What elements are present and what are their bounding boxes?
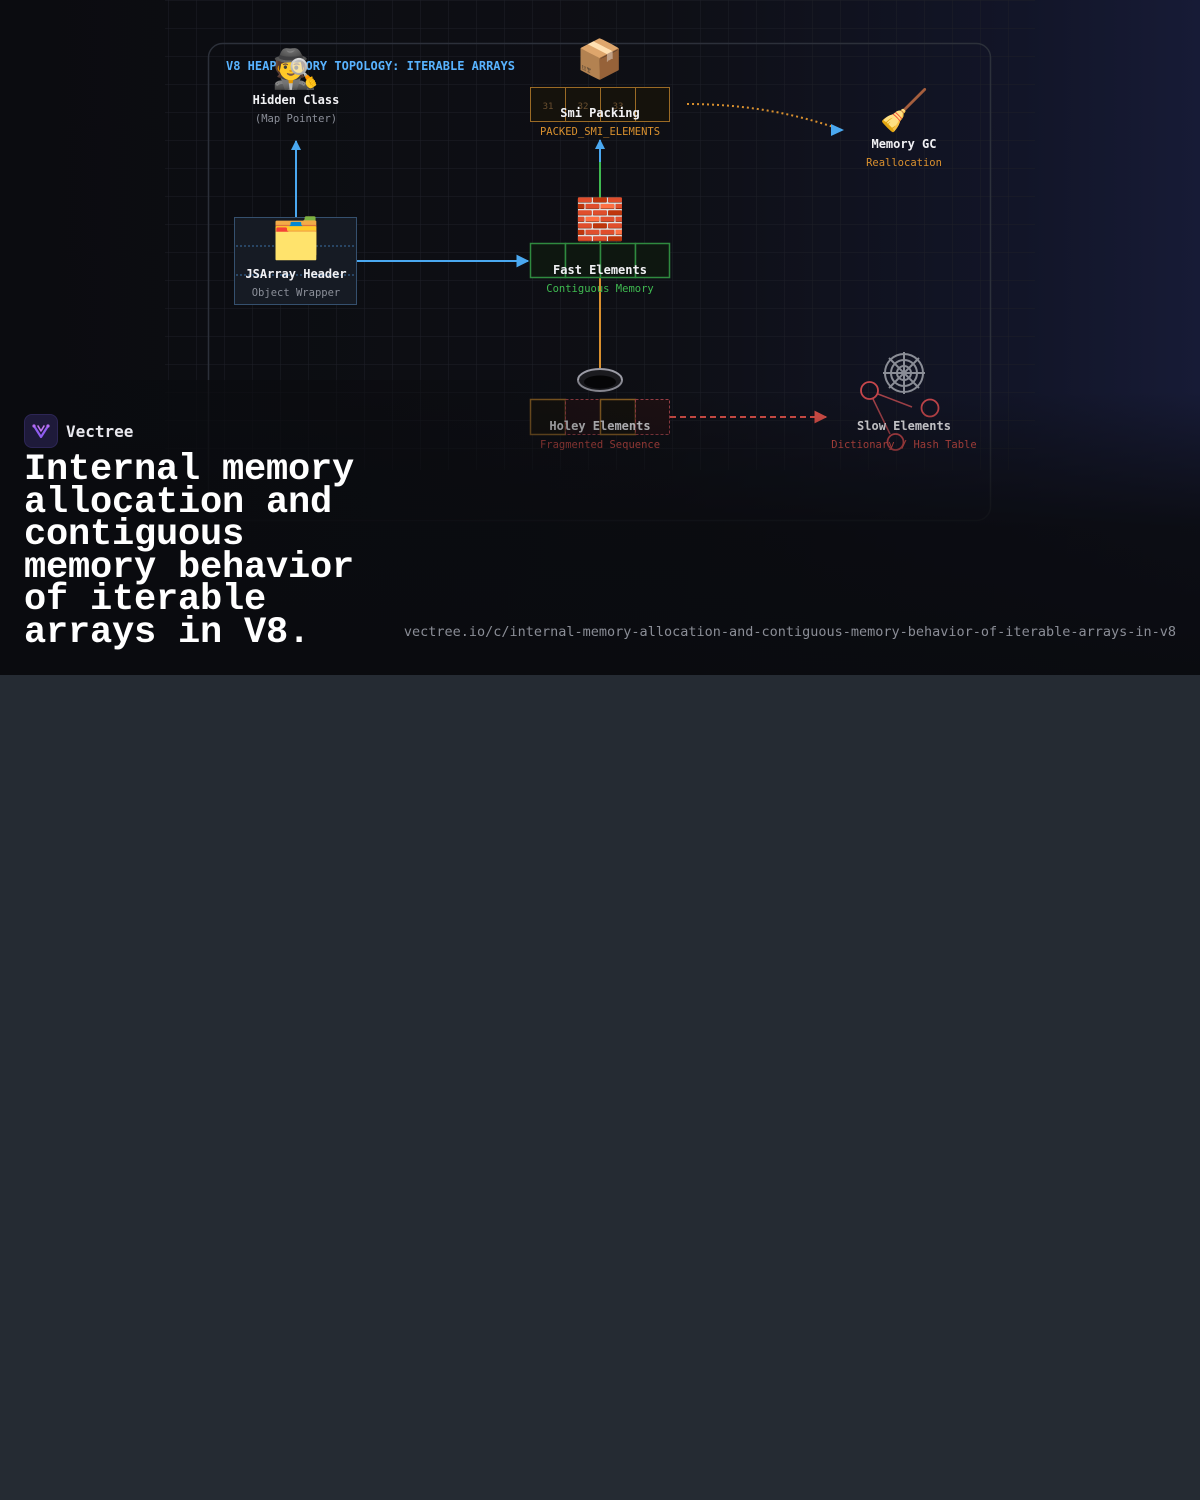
fast-elements-sub: Contiguous Memory [546, 283, 653, 295]
detective-icon: 🕵️ [272, 47, 319, 91]
brand-name: Vectree [66, 421, 134, 441]
bricks-icon: 🧱 [575, 196, 625, 243]
article-url[interactable]: vectree.io/c/internal-memory-allocation-… [403, 624, 1176, 640]
jsarray-header-sub: Object Wrapper [252, 287, 341, 299]
slow-elements-label: Slow Elements [857, 419, 951, 433]
smi-packing-label: Smi Packing [560, 106, 639, 120]
social-card: V8 HEAP MEMORY TOPOLOGY: ITERABLE ARRAYS… [0, 0, 1200, 675]
holey-elements-sub: Fragmented Sequence [540, 439, 660, 451]
diagram-title: V8 HEAP MEMORY TOPOLOGY: ITERABLE ARRAYS [226, 59, 515, 73]
smi-cell [635, 87, 670, 122]
hidden-class-label: Hidden Class [253, 93, 340, 107]
smi-cell-value: 31 [543, 102, 554, 112]
folder-icon: 🗂️ [271, 215, 321, 262]
vectree-logo-icon [24, 414, 58, 448]
hole-icon-inner [584, 375, 616, 389]
fast-elements-label: Fast Elements [553, 263, 647, 277]
brand: Vectree [24, 414, 133, 448]
page-title: Internal memory allocation and contiguou… [24, 449, 355, 654]
jsarray-header-label: JSArray Header [245, 267, 346, 281]
holey-elements-label: Holey Elements [549, 419, 650, 433]
hidden-class-sub: (Map Pointer) [255, 113, 337, 125]
slow-elements-sub: Dictionary / Hash Table [831, 439, 976, 451]
memory-gc-label: Memory GC [871, 137, 936, 151]
memory-gc-sub: Reallocation [866, 157, 942, 169]
smi-packing-sub: PACKED_SMI_ELEMENTS [540, 126, 660, 138]
broom-icon: 🧹 [879, 87, 929, 134]
node-jsarray-header: 🗂️ JSArray Header Object Wrapper [234, 215, 357, 305]
spider-web-icon [883, 352, 925, 394]
package-icon: 📦 [576, 37, 623, 81]
